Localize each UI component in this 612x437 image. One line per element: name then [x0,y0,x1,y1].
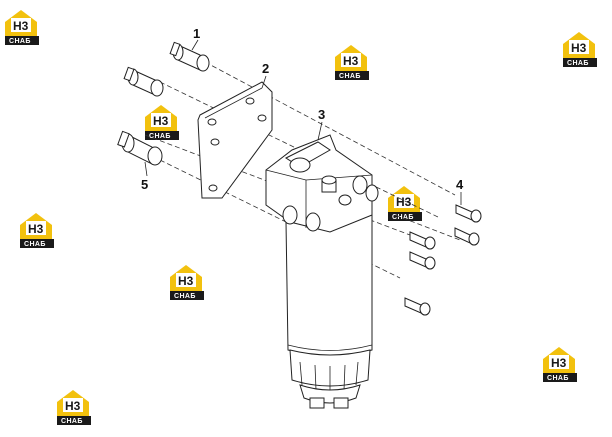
callout-1: 1 [193,26,200,41]
watermark-text: CHAБ [547,375,569,382]
callout-leaders [144,39,462,205]
callout-4: 4 [456,177,464,192]
part-stud-upper [123,66,164,97]
bolt [454,227,480,246]
part-stud-5 [117,130,163,166]
watermark-mark: H3 [153,114,169,128]
bolt [404,297,431,316]
watermark-mark: H3 [343,54,359,68]
watermark-text: CHAБ [339,73,361,80]
watermark-text: CHAБ [24,241,46,248]
watermark-mark: H3 [13,19,29,33]
watermark-mark: H3 [65,399,81,413]
callout-3: 3 [318,107,325,122]
watermark-mark: H3 [551,356,567,370]
watermark-mark: H3 [28,222,44,236]
part-bracket-2 [197,81,273,199]
part-bolts-4 [404,204,482,316]
bolt [409,251,436,270]
watermark-text: CHAБ [61,418,83,425]
watermark-text: CHAБ [174,293,196,300]
watermark-mark: H3 [178,274,194,288]
callout-2: 2 [262,61,269,76]
part-stud-1 [169,41,210,72]
bolt [455,204,482,223]
bolt [409,231,436,250]
watermark-mark: H3 [571,41,587,55]
callout-5: 5 [141,177,148,192]
watermark-text: CHAБ [149,133,171,140]
part-filter-housing-3 [265,134,379,409]
watermark-mark: H3 [396,195,412,209]
callouts: 1 2 3 4 5 [141,26,464,192]
watermark-text: CHAБ [567,60,589,67]
watermark-text: CHAБ [392,214,414,221]
watermark-text: CHAБ [9,38,31,45]
